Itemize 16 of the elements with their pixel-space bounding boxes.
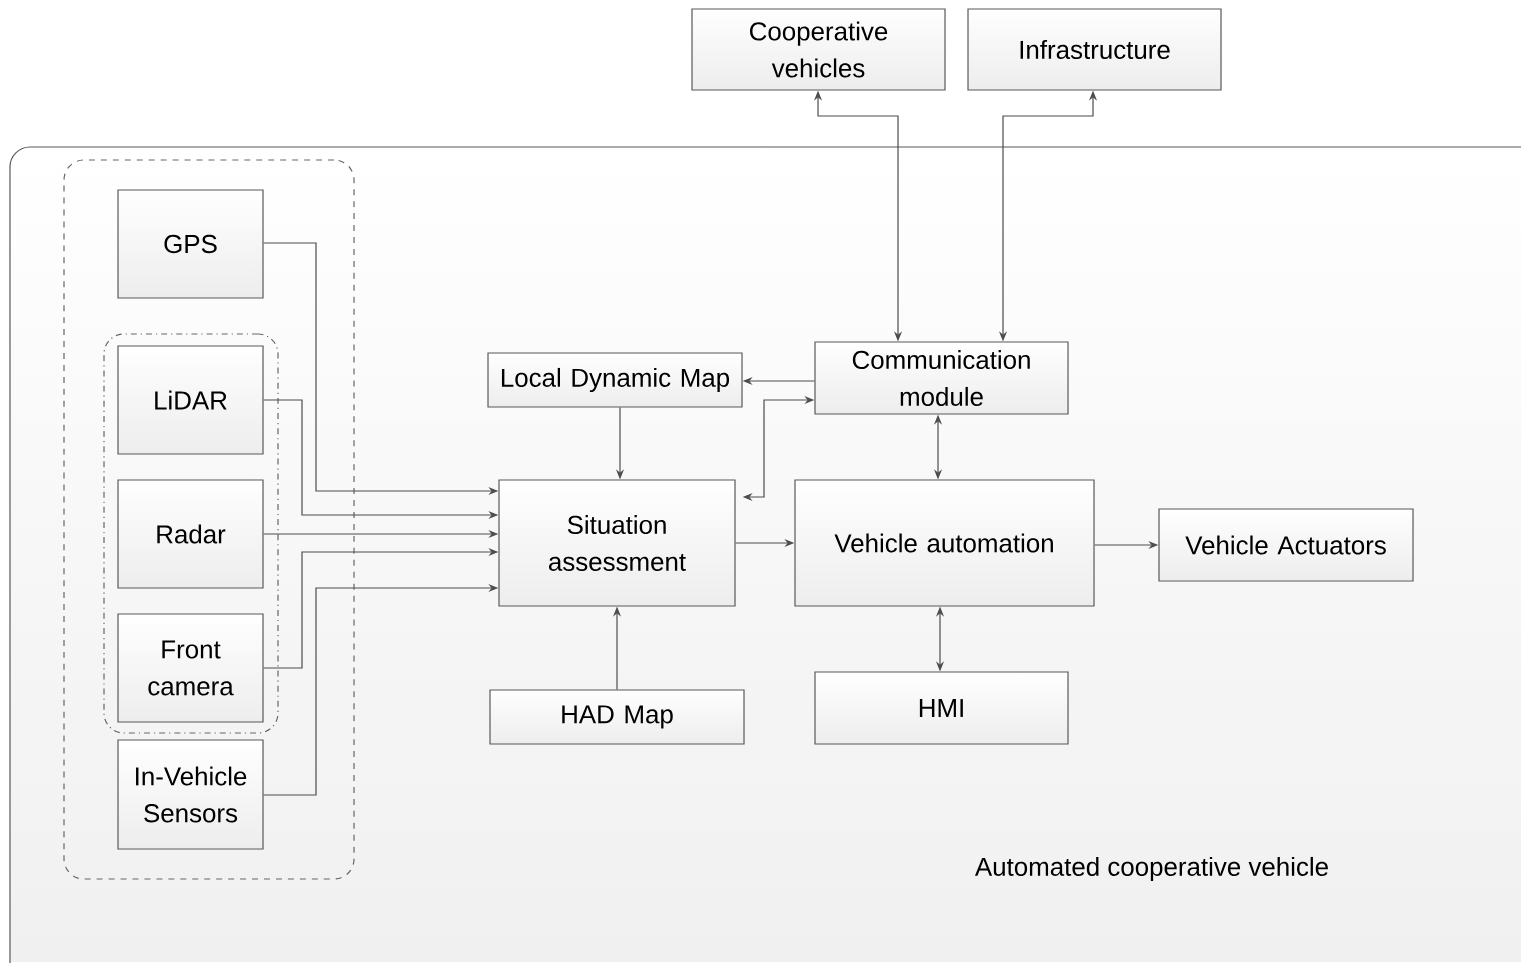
group-boundary	[103, 333, 279, 734]
process-box: Infrastructure	[967, 8, 1222, 91]
process-box: Front camera	[117, 613, 264, 723]
group-boundary	[63, 159, 355, 880]
process-box: HAD Map	[489, 689, 745, 745]
process-box: GPS	[117, 189, 264, 299]
process-box: Local Dynamic Map	[487, 352, 743, 408]
process-box: In-Vehicle Sensors	[117, 739, 264, 850]
process-box: Communication module	[814, 341, 1069, 415]
process-box: Vehicle automation	[794, 479, 1095, 607]
process-box: Cooperative vehicles	[691, 8, 946, 91]
process-box: Vehicle Actuators	[1158, 508, 1414, 582]
process-box: HMI	[814, 671, 1069, 745]
process-box: Situation assessment	[498, 479, 736, 607]
process-box: Radar	[117, 479, 264, 589]
process-box: LiDAR	[117, 345, 264, 455]
